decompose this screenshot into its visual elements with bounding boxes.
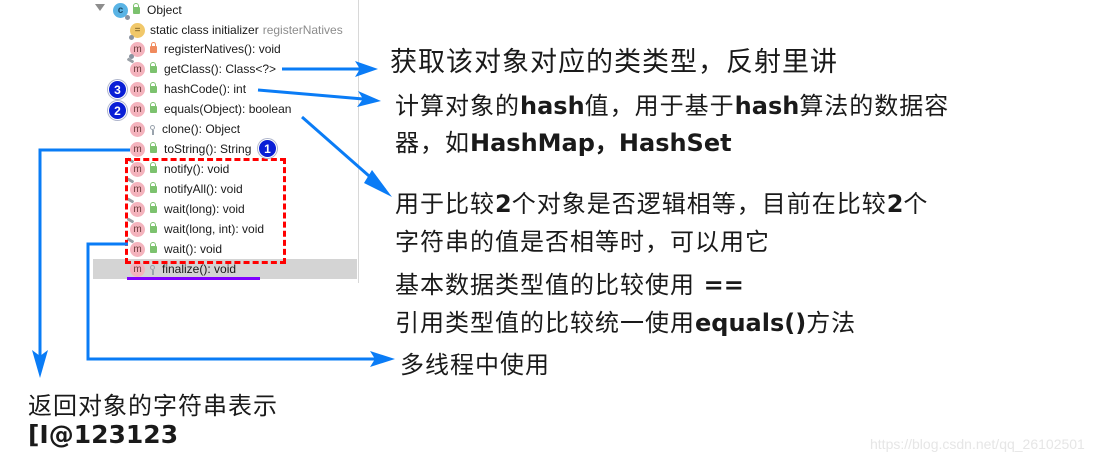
arrowhead-getclass: [355, 61, 378, 77]
method-icon: m: [126, 176, 145, 197]
finalize-underline: [127, 277, 260, 280]
method-icon: m: [130, 121, 145, 137]
static-initializer-icon: =: [129, 22, 145, 40]
public-lock-icon: [150, 241, 157, 253]
method-icon: m: [129, 41, 145, 59]
arrow-tostring: [38, 148, 130, 365]
method-icon: m: [126, 216, 145, 237]
public-lock-icon: [150, 81, 157, 93]
public-lock-icon: [150, 201, 157, 213]
tree-item-registernatives[interactable]: m registerNatives(): void: [129, 39, 281, 59]
annotation-hashcode-line1: 计算对象的hash值，用于基于hash算法的数据容: [395, 92, 950, 120]
arrow-hashcode: [257, 88, 376, 102]
public-lock-icon: [150, 161, 157, 173]
annotation-tostring-line2: [I@123123: [28, 420, 179, 449]
annotation-compare-line1: 基本数据类型值的比较使用 ==: [395, 271, 744, 299]
method-icon: m: [130, 101, 145, 117]
tree-item-hashcode[interactable]: m hashCode(): int: [130, 79, 246, 99]
arrowhead-equals: [364, 170, 392, 197]
annotation-compare-line2: 引用类型值的比较统一使用equals()方法: [395, 309, 857, 337]
protected-key-icon: [150, 124, 155, 135]
tree-item-notifyall[interactable]: m notifyAll(): void: [126, 176, 243, 199]
method-icon: m: [126, 56, 145, 77]
tree-item-wait-long[interactable]: m wait(long): void: [126, 196, 245, 219]
watermark: https://blog.csdn.net/qq_26102501: [870, 436, 1085, 452]
annotation-equals-line2: 字符串的值是否相等时，可以用它: [395, 228, 770, 256]
structure-panel: c Object = static class initializer regi…: [0, 0, 359, 283]
annotation-hashcode-line2: 器，如HashMap，HashSet: [395, 129, 732, 157]
arrow-threads: [86, 242, 380, 361]
tree-item-notify[interactable]: m notify(): void: [126, 156, 229, 179]
annotation-tostring-line1: 返回对象的字符串表示: [28, 392, 278, 420]
public-lock-icon: [150, 101, 157, 113]
method-icon: m: [126, 236, 145, 257]
public-lock-icon: [150, 141, 157, 153]
selected-row-highlight: [93, 259, 357, 279]
method-icon: m: [130, 81, 145, 97]
arrowhead-tostring: [32, 350, 48, 378]
annotation-equals-line1: 用于比较2个对象是否逻辑相等，目前在比较2个: [395, 190, 929, 218]
annotation-getclass: 获取该对象对应的类类型，反射里讲: [390, 47, 838, 78]
arrowhead-hashcode: [357, 91, 381, 107]
method-icon: m: [126, 156, 145, 177]
tree-item-wait[interactable]: m wait(): void: [126, 236, 222, 259]
private-lock-icon: [150, 41, 157, 53]
tree-item-wait-long-int[interactable]: m wait(long, int): void: [126, 216, 264, 239]
tree-item-finalize[interactable]: m finalize(): void: [130, 259, 236, 279]
tree-root-object[interactable]: c Object: [113, 0, 182, 20]
public-lock-icon: [150, 61, 157, 73]
public-lock-icon: [133, 2, 140, 14]
badge-3: 3: [108, 80, 127, 99]
badge-1: 1: [258, 139, 277, 158]
class-icon: c: [113, 2, 130, 20]
threading-methods-dashed-box: [125, 158, 286, 264]
tree-item-tostring[interactable]: m toString(): String: [130, 139, 251, 159]
tree-item-equals[interactable]: m equals(Object): boolean: [130, 99, 291, 119]
public-lock-icon: [150, 181, 157, 193]
tree-item-getclass[interactable]: m getClass(): Class<?>: [126, 56, 276, 79]
protected-key-icon: [150, 264, 155, 275]
badge-2: 2: [108, 101, 127, 120]
tree-item-static-initializer[interactable]: = static class initializer registerNativ…: [129, 20, 343, 40]
method-icon: m: [130, 261, 145, 277]
arrowhead-threads: [370, 351, 395, 367]
method-icon: m: [126, 196, 145, 217]
tree-root-label: Object: [147, 3, 182, 17]
annotation-threads: 多线程中使用: [400, 351, 550, 379]
tree-item-clone[interactable]: m clone(): Object: [130, 119, 240, 139]
collapse-triangle-icon[interactable]: [95, 4, 105, 11]
method-icon: m: [130, 141, 145, 157]
public-lock-icon: [150, 221, 157, 233]
